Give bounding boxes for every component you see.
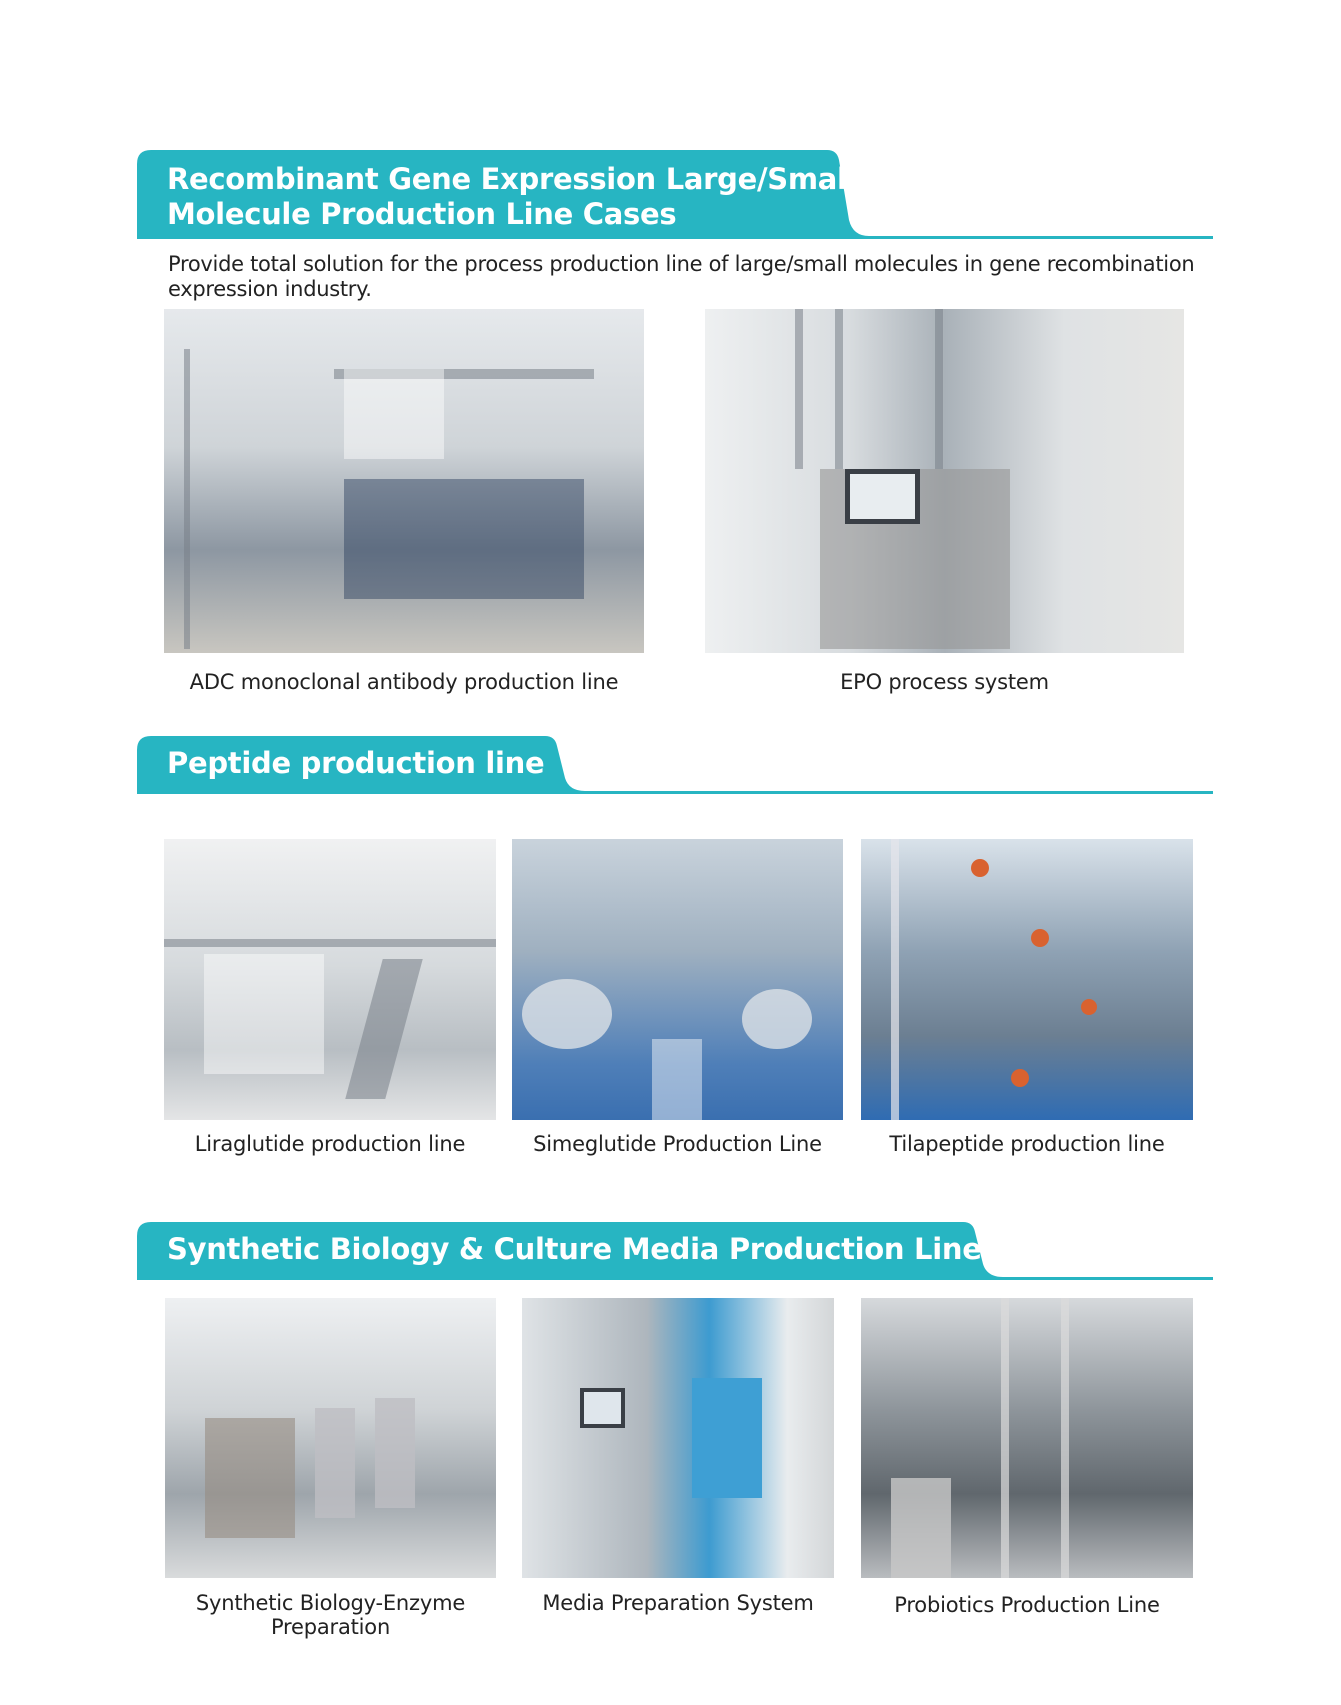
section-title: Peptide production line bbox=[167, 746, 545, 780]
photo-media-preparation-system bbox=[522, 1298, 834, 1578]
section-title-line: Molecule Production Line Cases bbox=[167, 197, 677, 231]
photo-adc-production-line bbox=[164, 309, 644, 653]
header-tab-shape bbox=[137, 1222, 1213, 1280]
photo-synthetic-biology-enzyme bbox=[165, 1298, 496, 1578]
photo-liraglutide-production-line bbox=[164, 839, 496, 1120]
section-description: Provide total solution for the process p… bbox=[168, 252, 1195, 301]
caption: Liraglutide production line bbox=[194, 1132, 466, 1156]
photo-tilapeptide-production-line bbox=[861, 839, 1193, 1120]
caption: Synthetic Biology-Enzyme Preparation bbox=[165, 1591, 496, 1639]
caption: ADC monoclonal antibody production line bbox=[189, 670, 619, 694]
caption: Media Preparation System bbox=[542, 1591, 814, 1615]
section-header-synthetic-biology: Synthetic Biology & Culture Media Produc… bbox=[137, 1222, 1213, 1282]
header-tab-shape bbox=[137, 150, 1213, 239]
section-title: Synthetic Biology & Culture Media Produc… bbox=[167, 1232, 982, 1266]
caption: Tilapeptide production line bbox=[889, 1132, 1165, 1156]
caption-line: Synthetic Biology-Enzyme bbox=[195, 1591, 466, 1615]
caption: EPO process system bbox=[840, 670, 1049, 694]
photo-simeglutide-production-line bbox=[512, 839, 843, 1120]
header-tab-shape bbox=[137, 736, 1213, 794]
caption: Simeglutide Production Line bbox=[533, 1132, 822, 1156]
section-header-peptide: Peptide production line bbox=[137, 736, 1213, 796]
section-header-recombinant: Recombinant Gene Expression Large/Small … bbox=[137, 150, 1213, 242]
caption-line: Preparation bbox=[270, 1615, 391, 1639]
photo-epo-process-system bbox=[705, 309, 1184, 653]
section-title-line: Recombinant Gene Expression Large/Small bbox=[167, 162, 857, 196]
section-title: Recombinant Gene Expression Large/Small … bbox=[167, 162, 857, 232]
photo-probiotics-production-line bbox=[861, 1298, 1193, 1578]
caption: Probiotics Production Line bbox=[894, 1593, 1160, 1617]
